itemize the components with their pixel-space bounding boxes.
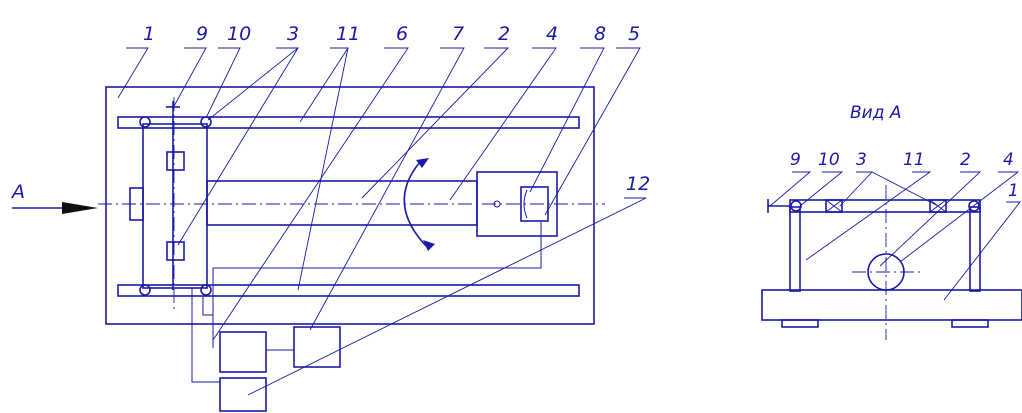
side-foot-right xyxy=(951,319,989,328)
wire-block6 xyxy=(191,288,220,383)
callout-11: 11 xyxy=(336,23,360,45)
bottom-guide-rail xyxy=(117,284,580,297)
specimen-rod xyxy=(206,180,478,226)
top-guide-rail xyxy=(117,116,580,129)
side-view: Вид А xyxy=(761,103,1022,340)
wire-roller-block6 xyxy=(202,297,214,345)
side-post-left xyxy=(789,206,801,292)
callout-4: 4 xyxy=(546,23,558,45)
carriage-block xyxy=(142,123,208,289)
rotation-arrow-head-bottom xyxy=(423,240,435,251)
callout-3: 3 xyxy=(287,23,299,45)
rotation-arrow-head-top xyxy=(416,158,429,168)
main-view: 1 9 10 3 11 6 7 2 4 8 5 12 A xyxy=(10,23,650,412)
side-callout-10: 10 xyxy=(818,150,840,170)
callout-6: 6 xyxy=(396,23,408,45)
side-leader-lines xyxy=(769,171,1021,301)
block-12 xyxy=(219,377,267,412)
side-roller-left xyxy=(790,200,802,212)
side-view-title: Вид А xyxy=(850,103,902,123)
callout-5: 5 xyxy=(628,23,640,45)
callout-8: 8 xyxy=(594,23,606,45)
side-callout-4: 4 xyxy=(1003,150,1014,170)
base-frame xyxy=(105,86,595,325)
callout-7: 7 xyxy=(452,23,464,45)
side-callout-2: 2 xyxy=(960,150,971,170)
side-foot-left xyxy=(781,319,819,328)
callout-2: 2 xyxy=(498,23,510,45)
callout-1: 1 xyxy=(143,23,155,45)
callout-12: 12 xyxy=(626,173,650,195)
view-label-A: A xyxy=(10,181,25,203)
side-bearing-left xyxy=(825,199,843,213)
side-callout-1: 1 xyxy=(1008,181,1019,201)
side-top-beam xyxy=(789,199,981,213)
side-callout-11: 11 xyxy=(903,150,925,170)
block-7 xyxy=(293,326,341,368)
side-post-right xyxy=(969,206,981,292)
block-6 xyxy=(219,331,267,373)
side-roller-right xyxy=(968,200,980,212)
rotation-arrow xyxy=(403,161,429,249)
roller-top-left xyxy=(139,116,151,128)
side-callout-3: 3 xyxy=(856,150,867,170)
leader-lines xyxy=(117,47,647,396)
callout-10: 10 xyxy=(227,23,251,45)
view-arrow-head xyxy=(62,202,98,214)
side-base-plate xyxy=(761,289,1022,321)
side-callout-9: 9 xyxy=(790,150,801,170)
roller-bottom-left xyxy=(139,284,151,296)
sensor-block-bottom xyxy=(166,241,185,261)
wire-sensor-to-block12 xyxy=(212,221,542,348)
callout-9: 9 xyxy=(196,23,208,45)
roller-bottom-right xyxy=(200,284,212,296)
sensor-block-top xyxy=(166,151,185,171)
